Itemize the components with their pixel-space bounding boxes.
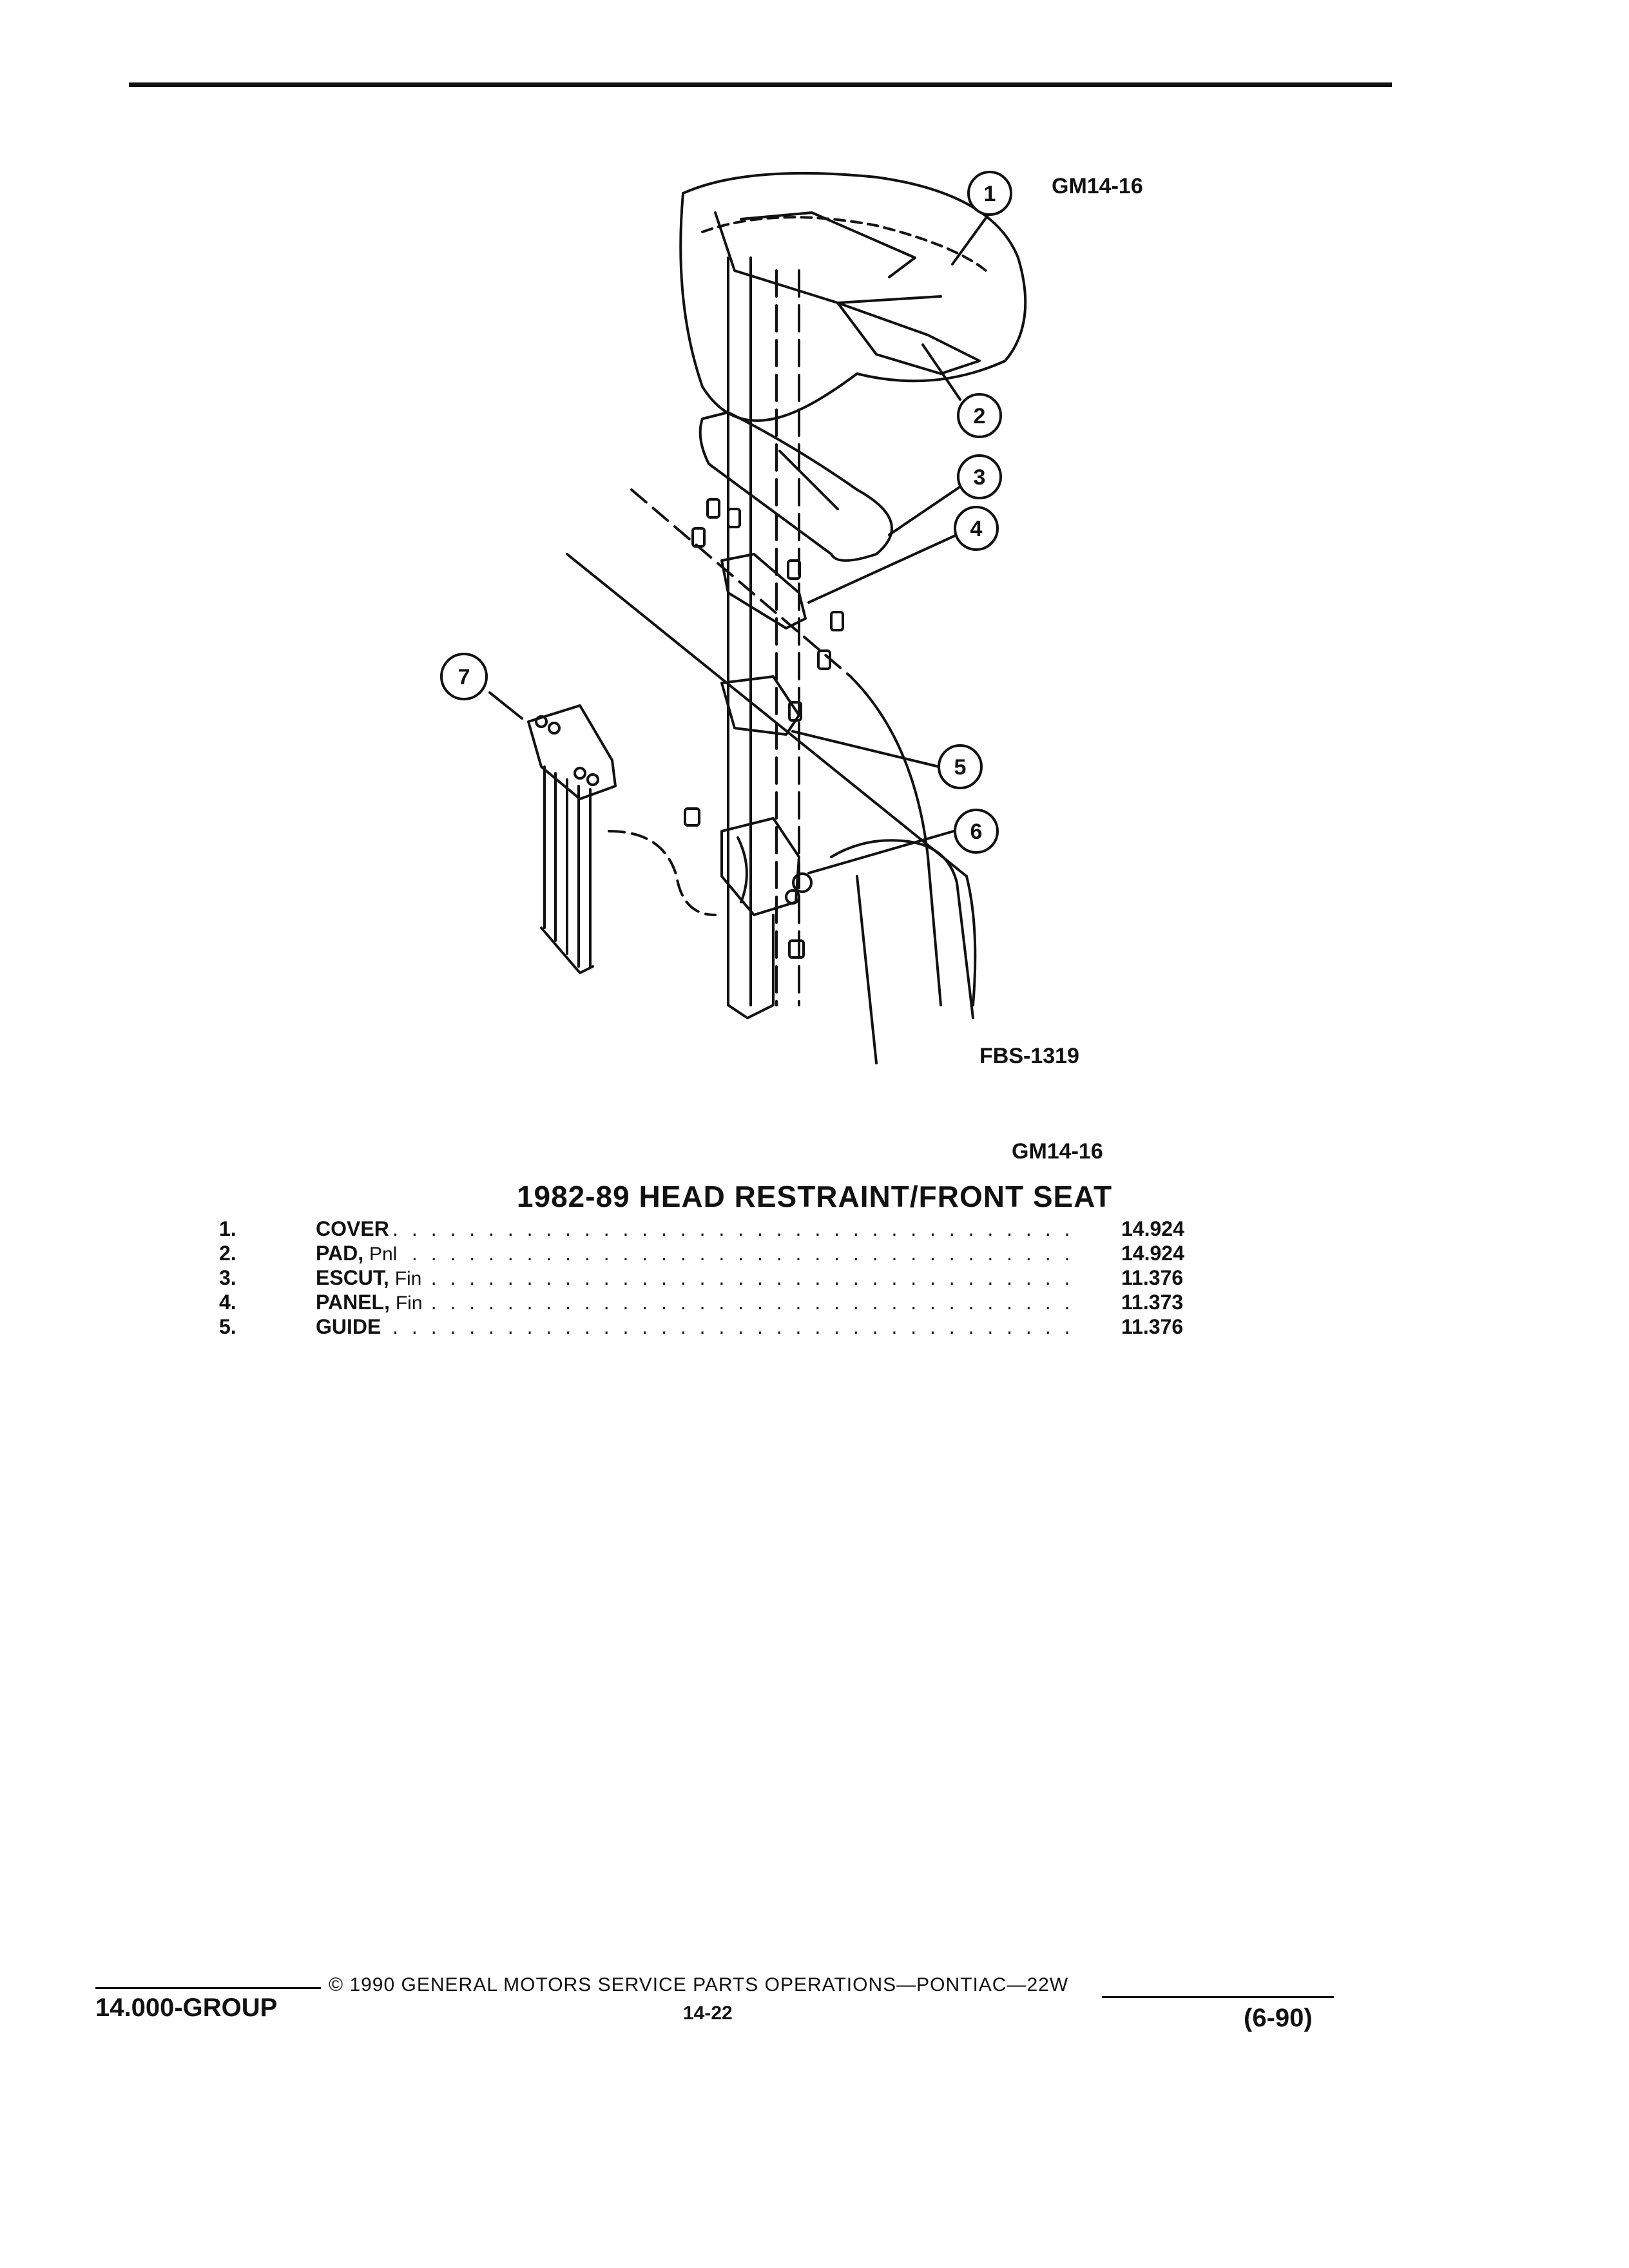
dot-leader: . . . . . . . . . . . . . . . . . . . . … (316, 1266, 1070, 1289)
page-title: 1982-89 HEAD RESTRAINT/FRONT SEAT (516, 1180, 1113, 1213)
callout-5-label: 5 (954, 755, 967, 780)
dot-leader: . . . . . . . . . . . . . . . . . . . . … (316, 1242, 1070, 1265)
part-value: 11.376 (1121, 1266, 1184, 1289)
callout-5 (938, 744, 983, 789)
dot-leader: . . . . . . . . . . . . . . . . . . . . … (316, 1217, 1070, 1240)
part-number: 5. (219, 1315, 236, 1338)
callout-3 (957, 454, 1002, 499)
callout-4-label: 4 (970, 517, 983, 541)
part-name: GUIDE (316, 1314, 387, 1340)
part-value: 14.924 (1121, 1217, 1184, 1240)
guide-upper-shape (720, 675, 800, 736)
part-number: 2. (219, 1242, 236, 1265)
parts-list-row: 5. . . . . . . . . . . . . . . . . . . .… (219, 1314, 1224, 1340)
footer-page-number: 14-22 (683, 2003, 733, 2024)
footer-copyright: © 1990 GENERAL MOTORS SERVICE PARTS OPER… (329, 1974, 1069, 1995)
part-name: PANEL, Fin (316, 1290, 428, 1316)
callout-6 (954, 809, 999, 854)
callout-1 (967, 171, 1012, 216)
dot-leader: . . . . . . . . . . . . . . . . . . . . … (316, 1291, 1070, 1314)
part-name: COVER (316, 1216, 394, 1242)
parts-list-row: 1. . . . . . . . . . . . . . . . . . . .… (219, 1216, 1224, 1242)
pad-shape (836, 302, 981, 375)
part-value: 14.924 (1121, 1242, 1184, 1265)
figure-id-label: FBS-1319 (979, 1044, 1079, 1068)
part-number: 1. (219, 1217, 236, 1240)
caption-code: GM14-16 (1012, 1139, 1103, 1164)
seat-outline-line (566, 553, 968, 878)
callout-2-label: 2 (974, 404, 986, 428)
parts-list: 1. . . . . . . . . . . . . . . . . . . .… (219, 1216, 1224, 1340)
parts-list-row: 4. . . . . . . . . . . . . . . . . . . .… (219, 1290, 1224, 1316)
loose-guide-shape (527, 704, 617, 800)
callout-2 (957, 393, 1002, 438)
parts-list-row: 3. . . . . . . . . . . . . . . . . . . .… (219, 1265, 1224, 1291)
dot-leader: . . . . . . . . . . . . . . . . . . . . … (316, 1315, 1070, 1338)
cover-shape (679, 171, 1027, 422)
footer-rule-right (1102, 1996, 1334, 1998)
part-value: 11.373 (1121, 1291, 1184, 1314)
panel-shape (720, 553, 807, 629)
callout-7-label: 7 (458, 665, 470, 689)
footer-group-label: 14.000-GROUP (95, 1994, 278, 2022)
seat-back-edge (856, 875, 878, 1064)
top-rule (129, 82, 1392, 87)
callout-7 (440, 653, 488, 700)
seat-outline-line (630, 488, 852, 678)
part-name: ESCUT, Fin (316, 1265, 427, 1291)
figure-code-label: GM14-16 (1052, 174, 1143, 198)
part-number: 3. (219, 1266, 236, 1289)
callout-1-label: 1 (984, 182, 996, 206)
part-value: 11.376 (1121, 1315, 1184, 1338)
callout-4 (954, 506, 999, 551)
callout-3-label: 3 (974, 465, 986, 490)
screw-group (684, 498, 844, 959)
part-name: PAD, Pnl (316, 1241, 403, 1267)
footer-date: (6-90) (1244, 2004, 1313, 2032)
footer-rule-left (95, 1987, 321, 1989)
parts-list-row: 2. . . . . . . . . . . . . . . . . . . .… (219, 1241, 1224, 1267)
seat-back-edge (830, 839, 974, 1019)
part-number: 4. (219, 1291, 236, 1314)
seat-back-edge (965, 875, 977, 1006)
callout-6-label: 6 (970, 820, 983, 844)
